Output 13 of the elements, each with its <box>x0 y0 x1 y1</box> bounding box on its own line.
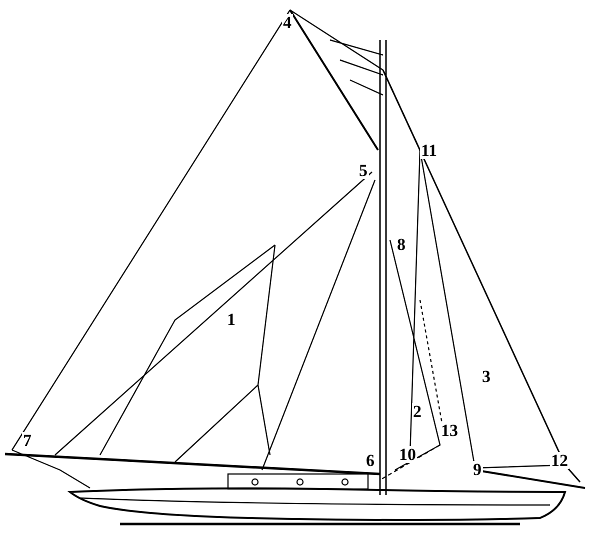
callout-number: 9 <box>472 461 482 478</box>
callout-number: 4 <box>282 14 292 31</box>
callout-number: 10 <box>398 446 417 463</box>
callout-number: 3 <box>481 368 492 385</box>
callout-number: 6 <box>365 452 376 469</box>
callout-number: 7 <box>22 432 32 449</box>
callout-number: 11 <box>420 142 438 159</box>
callout-number: 13 <box>440 422 459 439</box>
callout-number: 2 <box>412 403 422 420</box>
callout-number: 12 <box>550 452 569 469</box>
callout-number: 5 <box>358 162 368 179</box>
callout-number: 1 <box>226 311 236 328</box>
callout-number: 8 <box>396 236 406 253</box>
